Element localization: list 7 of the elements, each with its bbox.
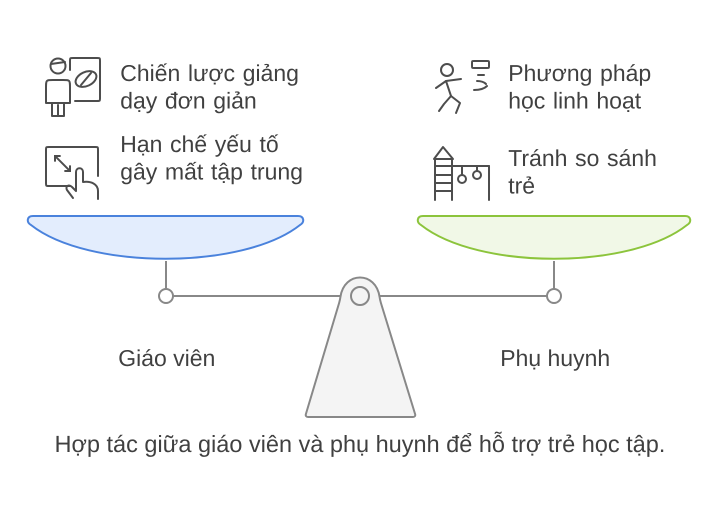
item-label: Hạn chế yếu tố gây mất tập trung <box>121 134 302 184</box>
side-label: Giáo viên <box>119 349 214 366</box>
item-label: Phương pháp học linh hoạt <box>510 64 650 112</box>
item-label: Chiến lược giảng dạy đơn giản <box>121 63 298 114</box>
side-label: Phụ huynh <box>502 349 609 371</box>
caption: Hợp tác giữa giáo viên và phụ huynh để hỗ trợ trẻ học tập. <box>56 432 664 457</box>
item-label: Tránh so sánh trẻ <box>508 149 656 194</box>
